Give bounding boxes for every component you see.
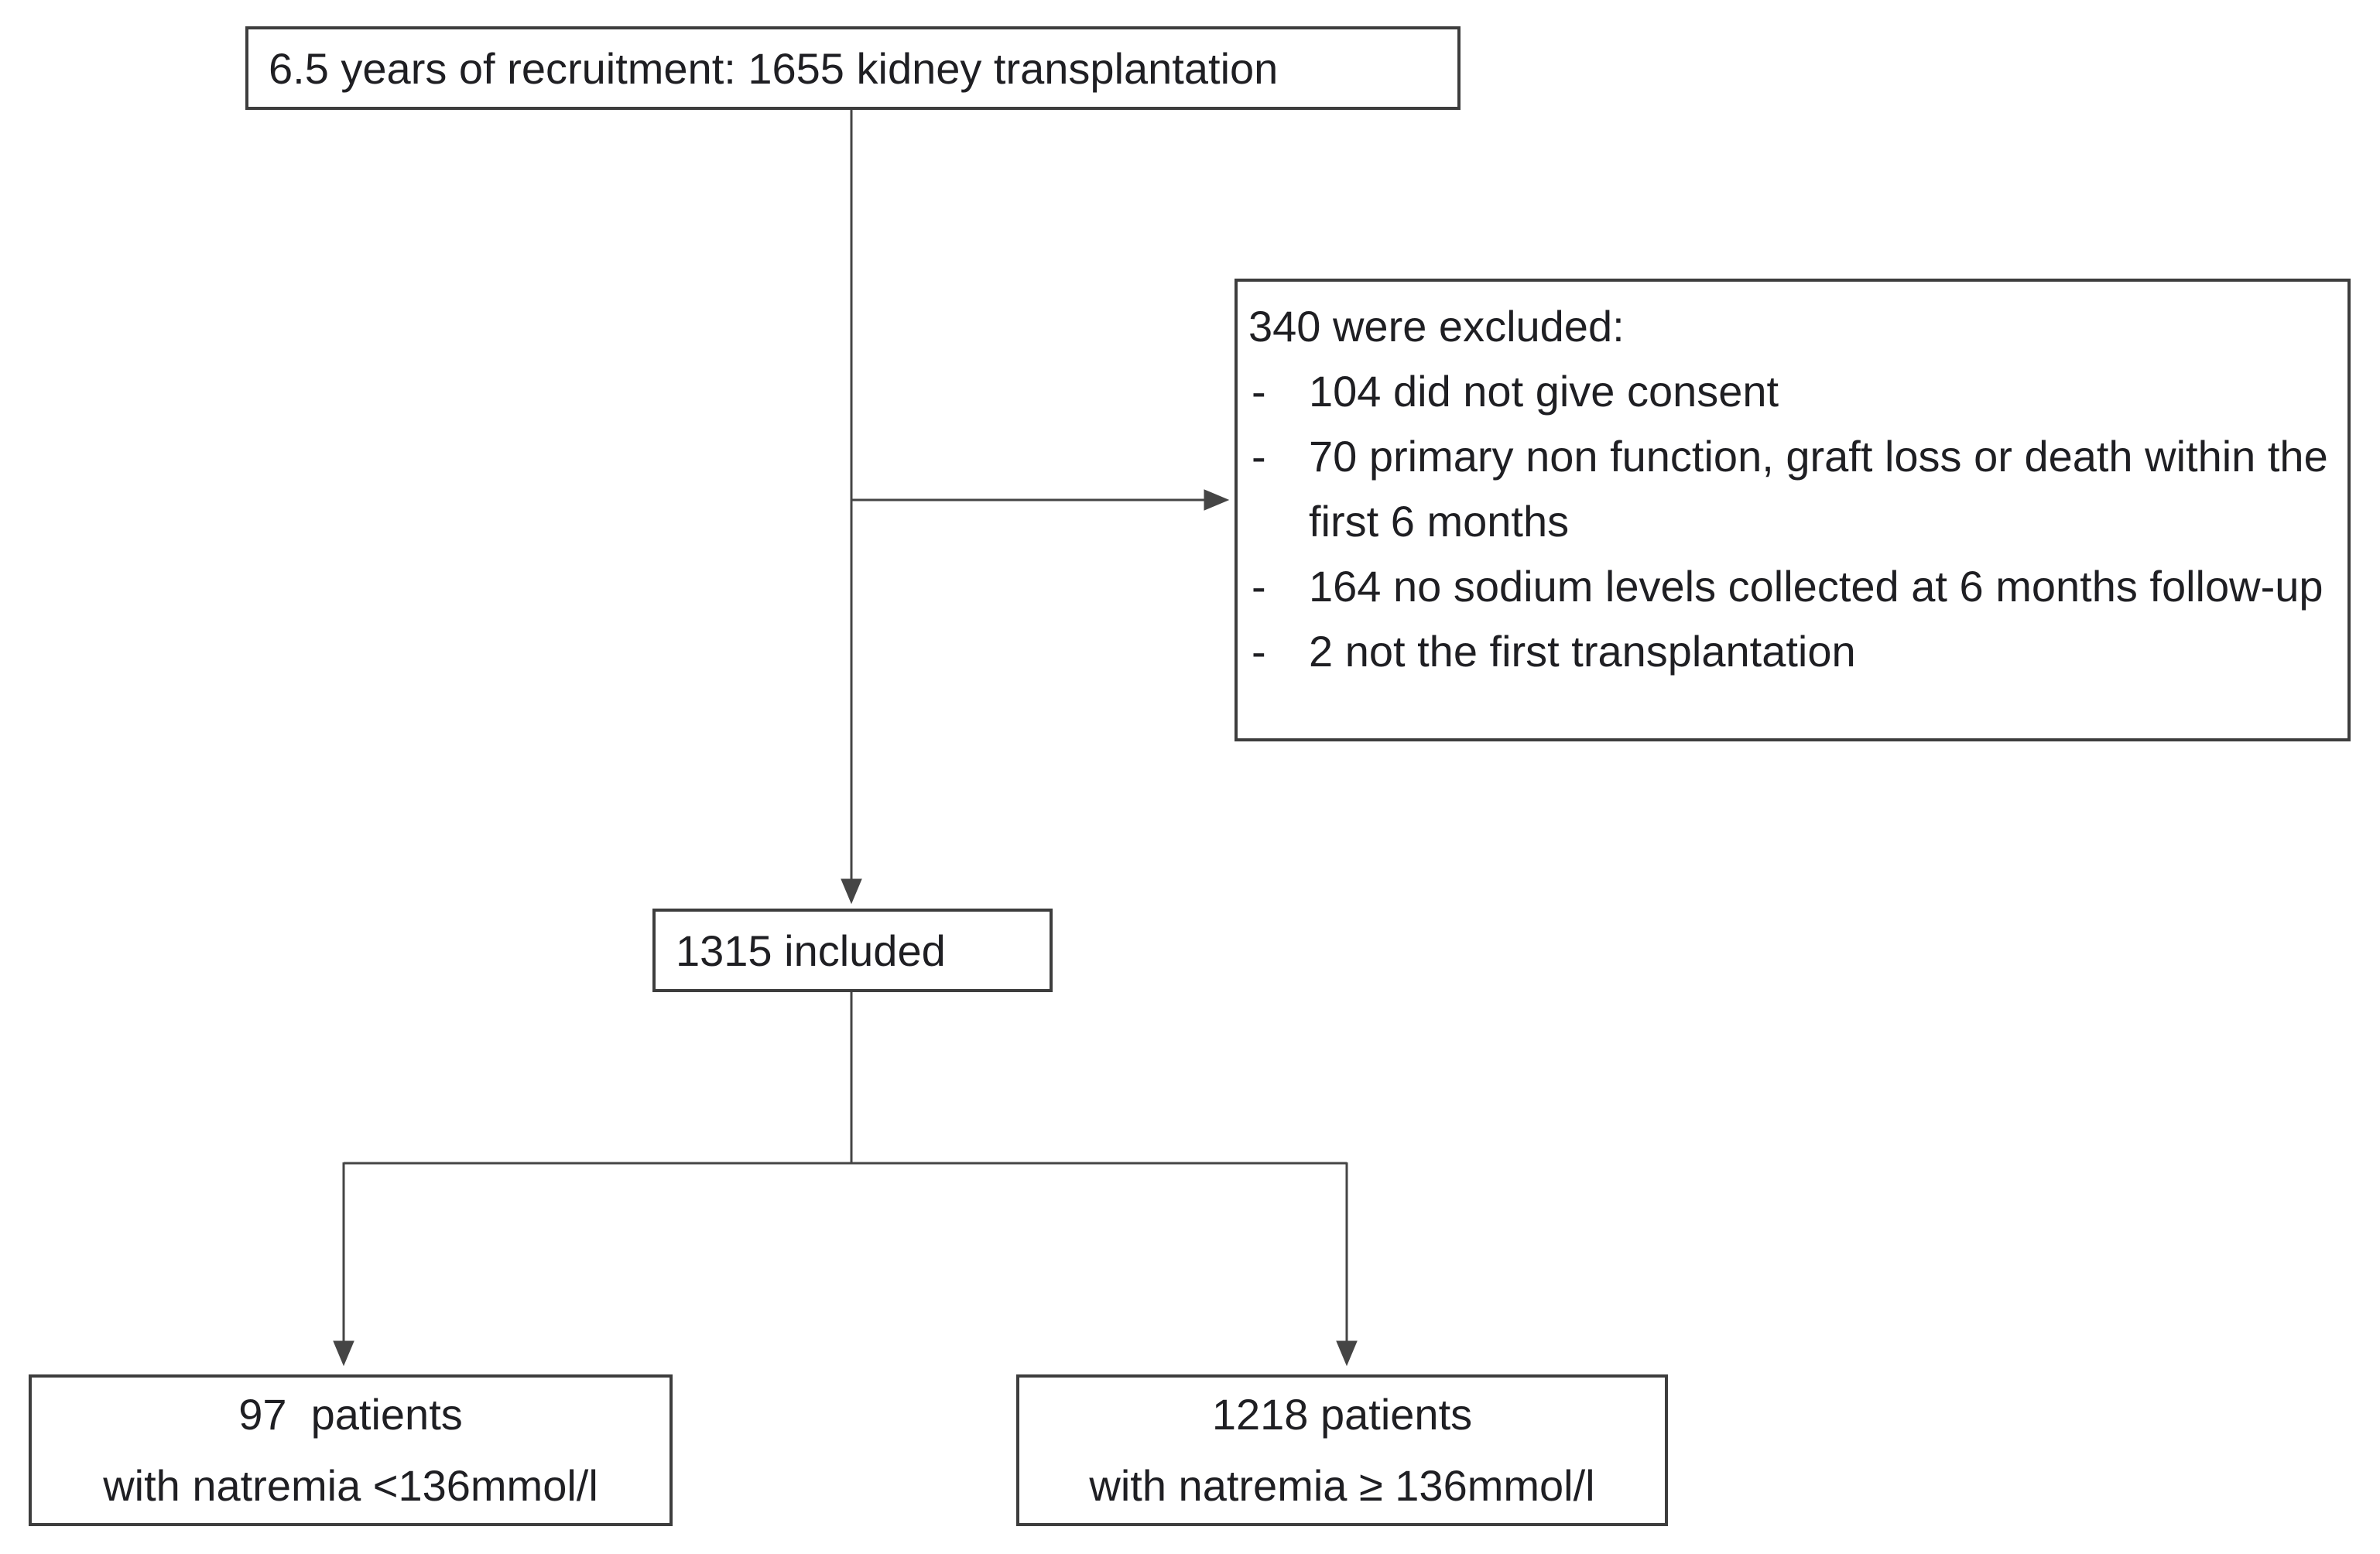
hyponatremia-criteria: with natremia <136mmol/l [103, 1461, 598, 1510]
exclusion-item-text: 164 no sodium levels collected at 6 mont… [1309, 562, 2323, 611]
exclusion-bullet-dash: - [1252, 432, 1266, 481]
normonatremia-criteria: with natremia ≥ 136mmol/l [1089, 1461, 1595, 1510]
hyponatremia-box: 97 patients with natremia <136mmol/l [29, 1374, 673, 1526]
exclusion-item-text: 104 did not give consent [1309, 367, 1779, 416]
hyponatremia-count: 97 patients [238, 1390, 463, 1439]
exclusion-bullet-dash: - [1252, 627, 1266, 676]
exclusion-item: - 70 primary non function, graft loss or… [1248, 424, 2332, 554]
recruitment-text: 6.5 years of recruitment: 1655 kidney tr… [269, 43, 1279, 93]
exclusion-bullet-dash: - [1252, 562, 1266, 611]
exclusion-box: 340 were excluded: - 104 did not give co… [1235, 279, 2351, 741]
exclusion-bullet-dash: - [1252, 367, 1266, 416]
normonatremia-count: 1218 patients [1211, 1390, 1473, 1439]
included-box: 1315 included [652, 909, 1053, 992]
exclusion-item: - 164 no sodium levels collected at 6 mo… [1248, 554, 2332, 619]
normonatremia-box: 1218 patients with natremia ≥ 136mmol/l [1016, 1374, 1668, 1526]
exclusion-title: 340 were excluded: [1248, 302, 1625, 351]
included-text: 1315 included [676, 926, 946, 975]
exclusion-item: - 2 not the first transplantation [1248, 619, 2332, 684]
exclusion-item-text: 70 primary non function, graft loss or d… [1309, 432, 2328, 546]
exclusion-item: - 104 did not give consent [1248, 359, 2332, 424]
exclusion-item-text: 2 not the first transplantation [1309, 627, 1856, 676]
recruitment-box: 6.5 years of recruitment: 1655 kidney tr… [245, 26, 1461, 110]
